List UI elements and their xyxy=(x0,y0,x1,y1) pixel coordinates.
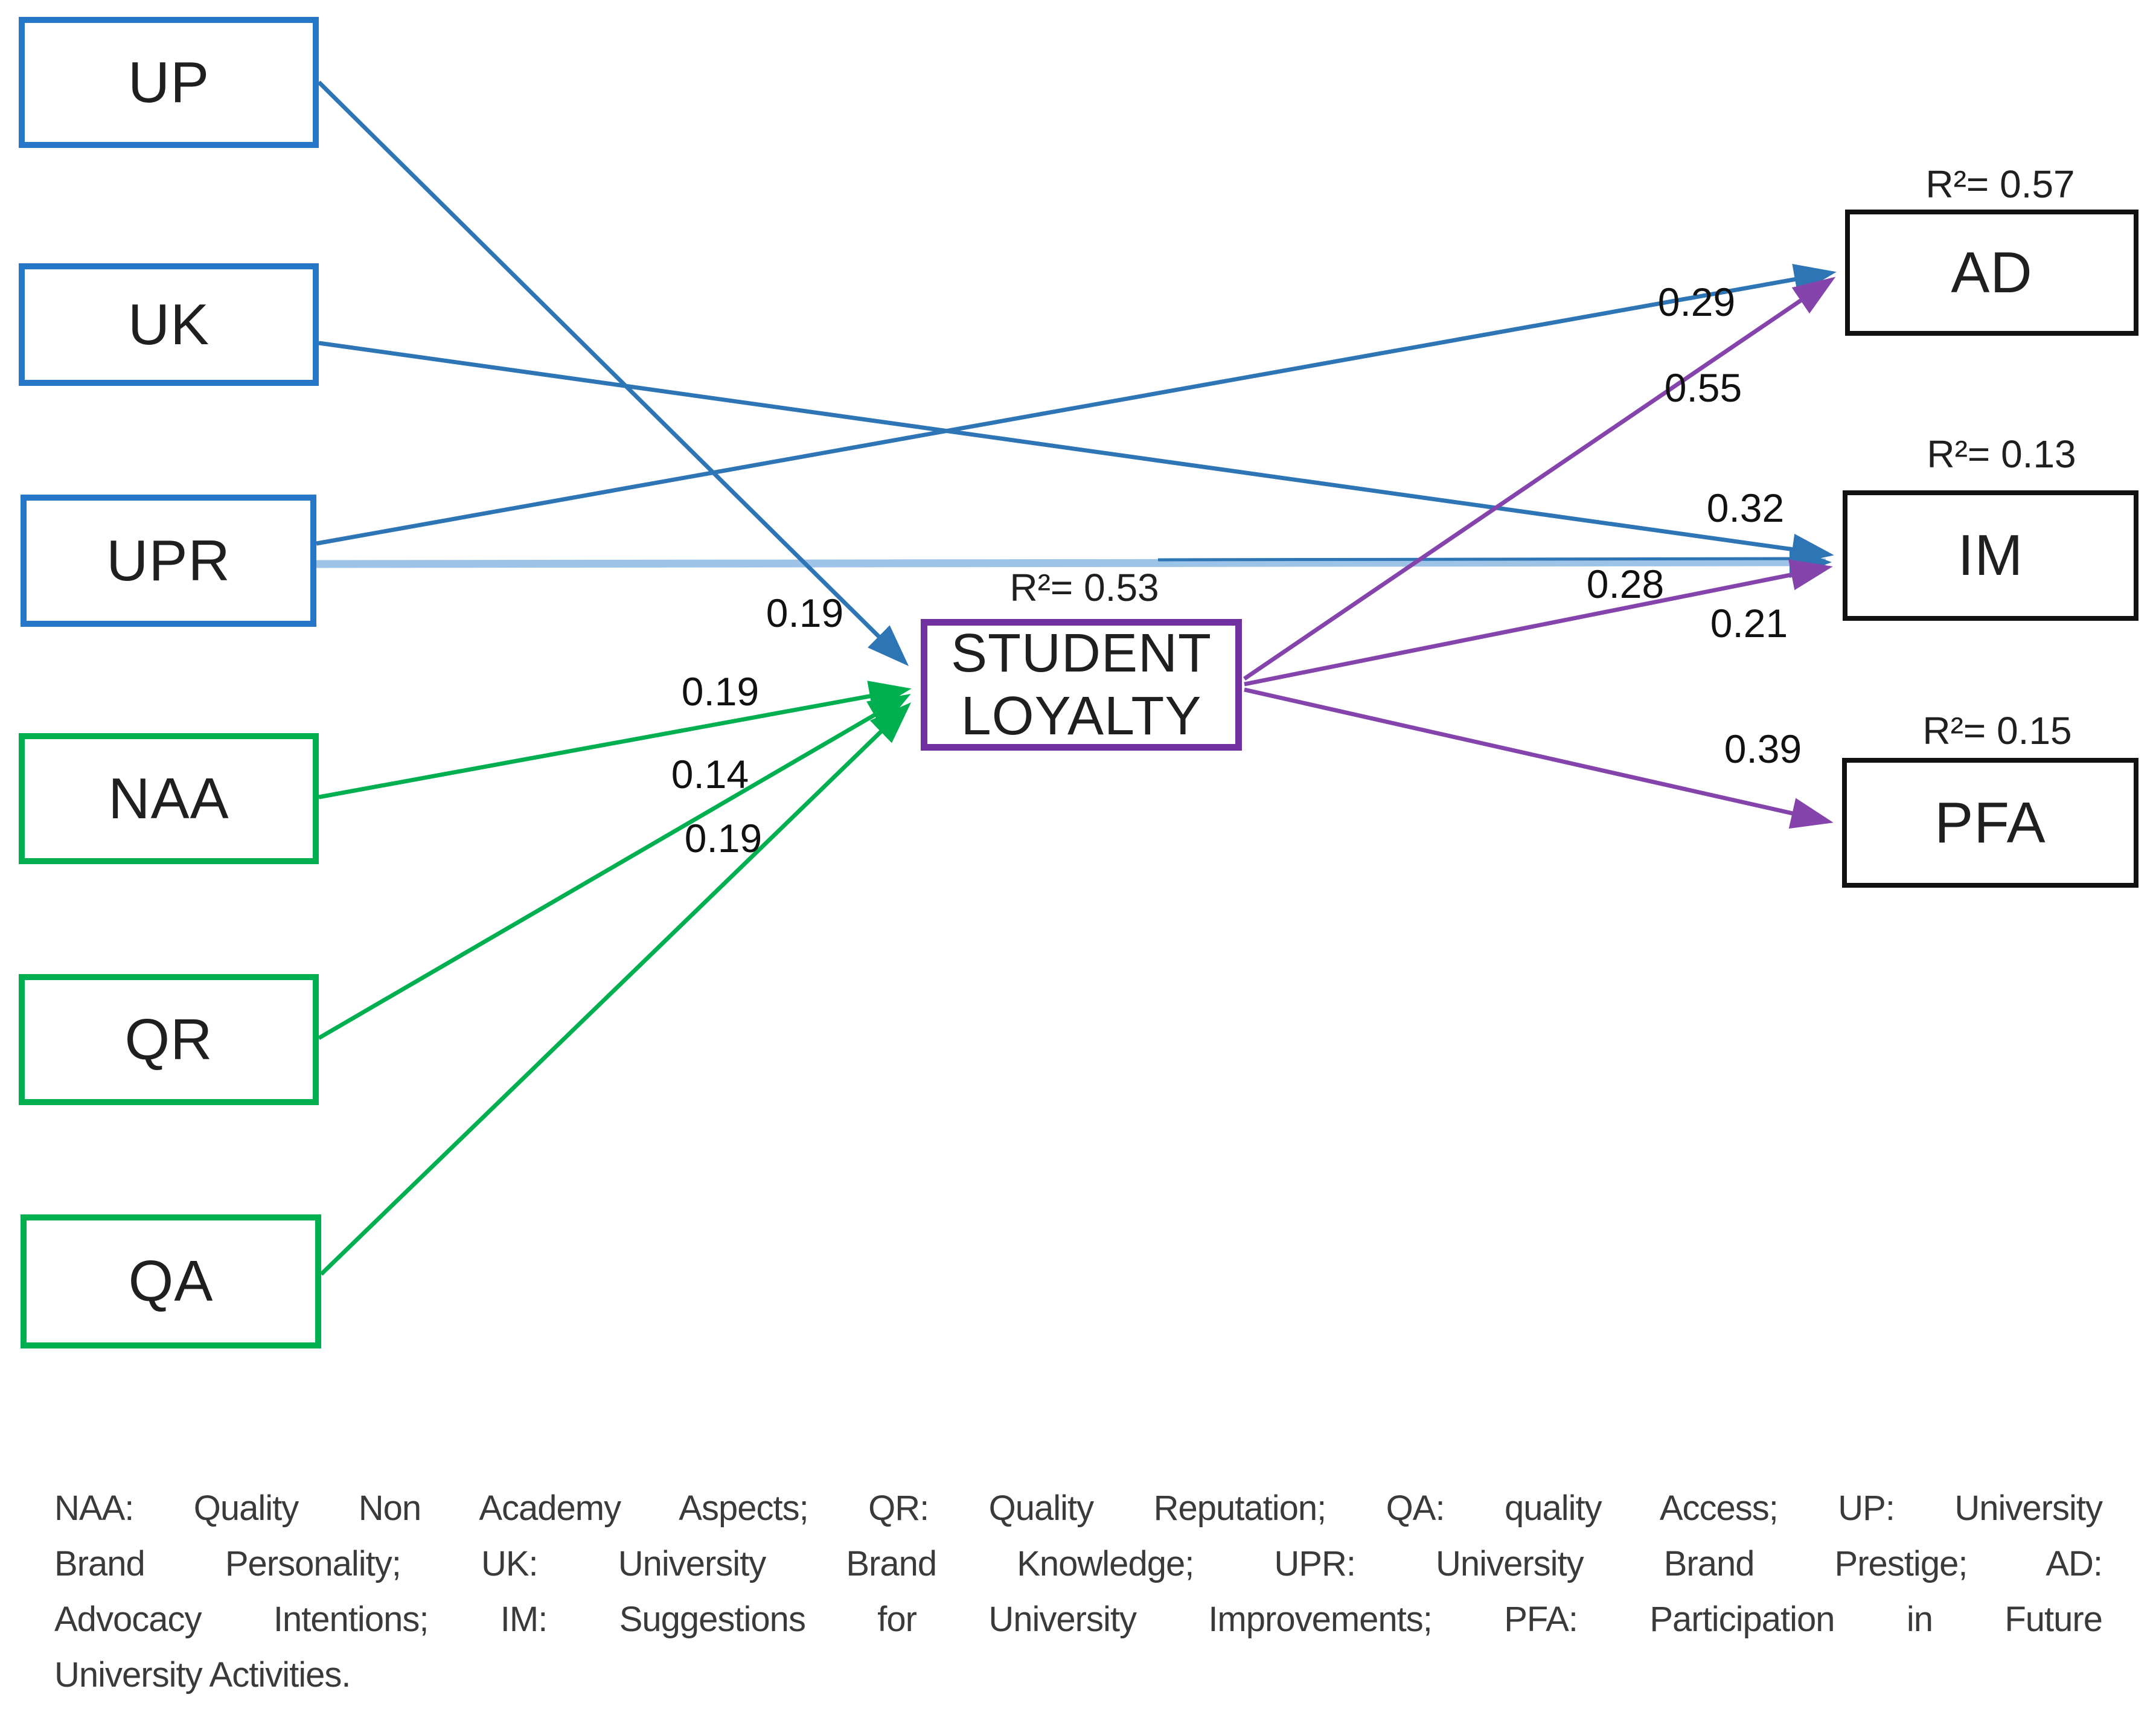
node-qr-label: QR xyxy=(124,1007,213,1072)
edge-up-to-student-loyalty xyxy=(317,80,909,667)
r2-pfa: R²= 0.15 xyxy=(1922,709,2072,752)
edge-student-loyalty-to-pfa xyxy=(1244,687,1834,829)
coef-student-loyalty-im: 0.21 xyxy=(1710,601,1788,646)
coef-naa-student-loyalty: 0.19 xyxy=(681,669,760,714)
edge-upr-to-im-light xyxy=(316,547,1832,579)
coef-qa-student-loyalty: 0.19 xyxy=(684,816,763,861)
caption-line-4: University Activities. xyxy=(54,1655,351,1695)
node-student-loyalty: STUDENT LOYALTY xyxy=(921,619,1242,751)
edge-qr-to-student-loyalty xyxy=(318,693,911,1040)
node-uk-label: UK xyxy=(127,292,210,357)
r2-ad: R²= 0.57 xyxy=(1925,162,2075,206)
node-qa-label: QA xyxy=(128,1249,214,1313)
edge-upr-to-ad xyxy=(316,263,1837,546)
node-im: IM xyxy=(1843,490,2138,621)
node-naa: NAA xyxy=(19,733,319,864)
node-qa: QA xyxy=(21,1214,321,1348)
caption-line-1: NAA: Quality Non Academy Aspects; QR: Qu… xyxy=(54,1489,2103,1528)
node-upr: UPR xyxy=(21,495,316,627)
node-ad-label: AD xyxy=(1951,240,2033,305)
node-naa-label: NAA xyxy=(108,766,229,831)
edge-upr-to-im-dark-overlay xyxy=(1157,557,1815,562)
coef-student-loyalty-pfa: 0.39 xyxy=(1724,726,1802,771)
coef-student-loyalty-ad: 0.55 xyxy=(1664,365,1742,410)
edge-student-loyalty-to-im xyxy=(1244,559,1833,687)
caption-line-3: Advocacy Intentions; IM: Suggestions for… xyxy=(54,1600,2103,1639)
coef-upr-ad: 0.29 xyxy=(1657,280,1736,324)
figure-caption: NAA: Quality Non Academy Aspects; QR: Qu… xyxy=(54,1481,2103,1703)
node-uk: UK xyxy=(19,263,319,386)
coef-up-student-loyalty: 0.19 xyxy=(766,591,844,635)
coef-upr-im: 0.28 xyxy=(1586,562,1665,606)
node-qr: QR xyxy=(19,974,319,1105)
caption-line-2: Brand Personality; UK: University Brand … xyxy=(54,1544,2103,1583)
r2-im: R²= 0.13 xyxy=(1927,432,2076,476)
node-im-label: IM xyxy=(1957,523,2024,588)
node-student-loyalty-label: STUDENT LOYALTY xyxy=(951,623,1212,746)
edge-uk-to-im xyxy=(318,341,1834,565)
node-pfa: PFA xyxy=(1842,758,2138,888)
node-ad: AD xyxy=(1845,210,2138,336)
coef-qr-student-loyalty: 0.14 xyxy=(671,752,749,797)
edge-qa-to-student-loyalty xyxy=(319,702,912,1276)
r2-student-loyalty: R²= 0.53 xyxy=(1009,566,1159,609)
edge-student-loyalty-to-ad xyxy=(1243,277,1836,681)
coef-uk-im: 0.32 xyxy=(1706,486,1785,530)
node-up-label: UP xyxy=(127,50,210,115)
node-pfa-label: PFA xyxy=(1934,790,2046,855)
node-upr-label: UPR xyxy=(106,528,231,593)
node-up: UP xyxy=(19,17,319,148)
edge-naa-to-student-loyalty xyxy=(318,681,912,800)
